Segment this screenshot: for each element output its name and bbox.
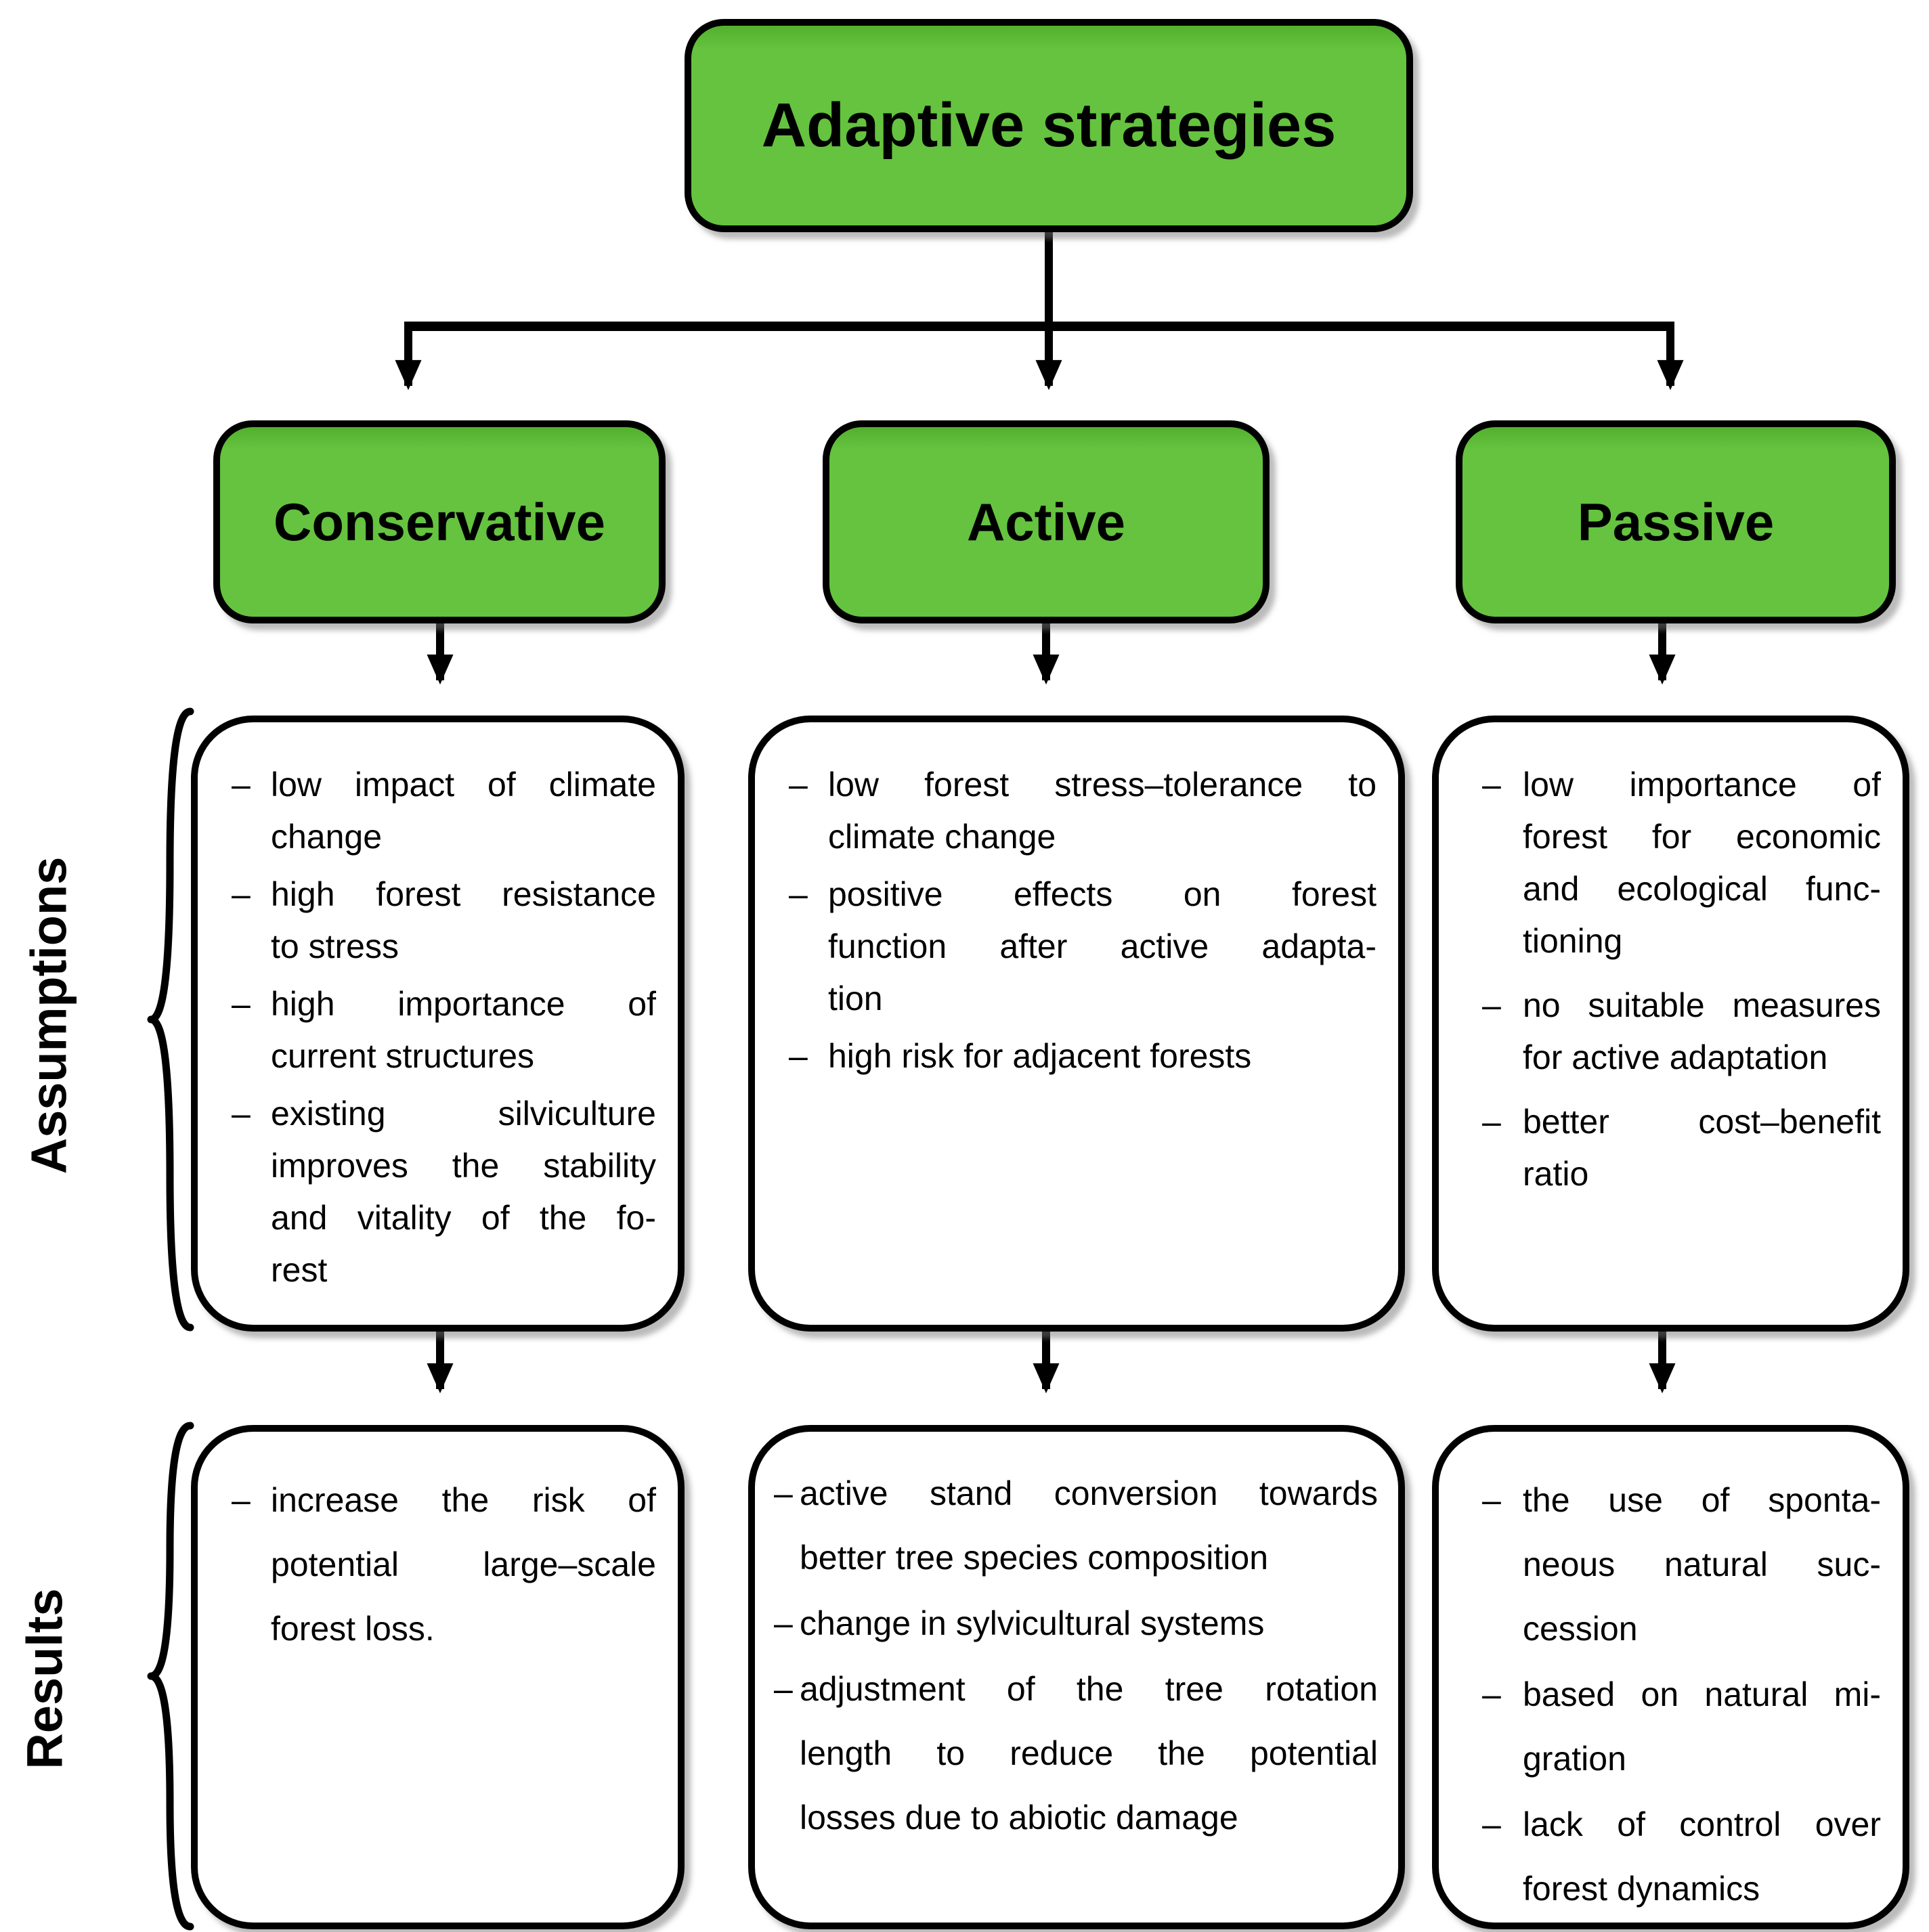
- list-item: – the use of sponta- neous natural suc- …: [1482, 1468, 1881, 1661]
- list-item-line: length to reduce the potential: [800, 1734, 1378, 1772]
- list-item-line: improves the stability: [271, 1147, 656, 1185]
- list-item: – lack of control over forest dynamics: [1482, 1793, 1881, 1921]
- list-item-line: low impact of climate: [271, 766, 656, 804]
- bullet-dash: –: [789, 875, 808, 913]
- list-item-line: increase the risk of: [271, 1481, 656, 1519]
- list-item: – existing silviculture improves the sta…: [232, 1088, 656, 1296]
- list-item-line: climate change: [828, 818, 1056, 856]
- list-item-line: current structures: [271, 1037, 535, 1075]
- node-active-label: Active: [966, 491, 1126, 552]
- list-item: – low impact of climate change: [232, 759, 656, 863]
- bullet-dash: –: [789, 766, 808, 804]
- list-item-line: high risk for adjacent forests: [828, 1037, 1252, 1075]
- list-item-line: forest for economic: [1523, 818, 1881, 856]
- list-item-line: low forest stress–tolerance to: [828, 766, 1377, 804]
- list-item: – high importance of current structures: [232, 978, 656, 1082]
- bullet-dash: –: [774, 1474, 793, 1512]
- bullet-dash: –: [232, 985, 251, 1023]
- list-item-line: potential large–scale: [271, 1545, 656, 1583]
- list-item-line: better tree species composition: [800, 1539, 1269, 1577]
- list-item-line: losses due to abiotic damage: [800, 1799, 1238, 1837]
- bullet-dash: –: [232, 1095, 251, 1133]
- bullet-dash: –: [1482, 1103, 1501, 1141]
- list-item: – low importance of forest for economic …: [1482, 759, 1881, 967]
- list-item: – based on natural mi- gration: [1482, 1663, 1881, 1791]
- node-adaptive-strategies: Adaptive strategies: [685, 19, 1413, 232]
- bullet-dash: –: [1482, 986, 1501, 1024]
- box-active-assumptions: – low forest stress–tolerance to climate…: [748, 716, 1405, 1332]
- list-item: – high risk for adjacent forests: [789, 1030, 1377, 1082]
- list-item: – low forest stress–tolerance to climate…: [789, 759, 1377, 863]
- list-item-line: existing silviculture: [271, 1095, 656, 1133]
- list-item: – no suitable measures for active adapta…: [1482, 980, 1881, 1084]
- list-item-line: tion: [828, 980, 883, 1017]
- list-item-line: tioning: [1523, 922, 1623, 960]
- list-item-line: better cost–benefit: [1523, 1103, 1881, 1141]
- list-item: – adjustment of the tree rotation length…: [774, 1657, 1378, 1850]
- list-item-line: adjustment of the tree rotation: [800, 1670, 1378, 1708]
- list-item-line: ratio: [1523, 1155, 1589, 1193]
- list-item: – better cost–benefit ratio: [1482, 1096, 1881, 1200]
- list-item-line: neous natural suc-: [1523, 1545, 1881, 1583]
- list-item-line: change in sylvicultural systems: [800, 1604, 1265, 1642]
- node-conservative-label: Conservative: [274, 491, 605, 552]
- bullet-dash: –: [232, 766, 251, 804]
- bullet-dash: –: [1482, 1675, 1501, 1713]
- list-item: – increase the risk of potential large–s…: [232, 1468, 656, 1661]
- list-item-line: to stress: [271, 927, 399, 965]
- list-item-line: and ecological func-: [1523, 870, 1881, 908]
- list-item-line: no suitable measures: [1523, 986, 1881, 1024]
- node-active: Active: [823, 420, 1270, 623]
- list-item-line: and vitality of the fo-: [271, 1199, 656, 1237]
- list-item-line: change: [271, 818, 383, 856]
- bullet-dash: –: [1482, 1481, 1501, 1519]
- node-conservative: Conservative: [213, 420, 666, 623]
- bullet-dash: –: [1482, 766, 1501, 804]
- bullet-dash: –: [232, 875, 251, 913]
- node-passive: Passive: [1456, 420, 1896, 623]
- box-passive-assumptions: – low importance of forest for economic …: [1432, 716, 1909, 1332]
- list-item-line: positive effects on forest: [828, 875, 1377, 913]
- list-item: – active stand conversion towards better…: [774, 1462, 1378, 1590]
- box-passive-results: – the use of sponta- neous natural suc- …: [1432, 1425, 1909, 1929]
- bullet-dash: –: [232, 1481, 251, 1519]
- bullet-dash: –: [1482, 1805, 1501, 1843]
- list-item-line: based on natural mi-: [1523, 1675, 1881, 1713]
- list-item-line: low importance of: [1523, 766, 1881, 804]
- row-label-assumptions: Assumptions: [20, 856, 77, 1174]
- list-item: – change in sylvicultural systems: [774, 1591, 1378, 1656]
- list-item-line: high importance of: [271, 985, 656, 1023]
- list-item-line: function after active adapta-: [828, 927, 1377, 965]
- bullet-dash: –: [789, 1037, 808, 1075]
- list-item-line: lack of control over: [1523, 1805, 1881, 1843]
- list-item-line: the use of sponta-: [1523, 1481, 1881, 1519]
- list-item: – positive effects on forest function af…: [789, 869, 1377, 1025]
- box-conservative-results: – increase the risk of potential large–s…: [191, 1425, 685, 1929]
- list-item-line: forest loss.: [271, 1610, 435, 1648]
- list-item-line: active stand conversion towards: [800, 1474, 1378, 1512]
- node-adaptive-strategies-label: Adaptive strategies: [761, 91, 1337, 160]
- list-item-line: high forest resistance: [271, 875, 656, 913]
- row-label-results: Results: [16, 1588, 73, 1770]
- list-item-line: forest dynamics: [1523, 1870, 1760, 1908]
- list-item-line: gration: [1523, 1740, 1626, 1778]
- list-item-line: cession: [1523, 1610, 1638, 1648]
- list-item-line: for active adaptation: [1523, 1038, 1828, 1076]
- box-active-results: – active stand conversion towards better…: [748, 1425, 1405, 1929]
- bullet-dash: –: [774, 1604, 793, 1642]
- node-passive-label: Passive: [1577, 491, 1775, 552]
- list-item: – high forest resistance to stress: [232, 869, 656, 973]
- curly-brace-results: [147, 1422, 194, 1931]
- curly-brace-assumptions: [147, 707, 194, 1332]
- list-item-line: rest: [271, 1251, 328, 1289]
- bullet-dash: –: [774, 1670, 793, 1708]
- box-conservative-assumptions: – low impact of climate change – high fo…: [191, 716, 685, 1332]
